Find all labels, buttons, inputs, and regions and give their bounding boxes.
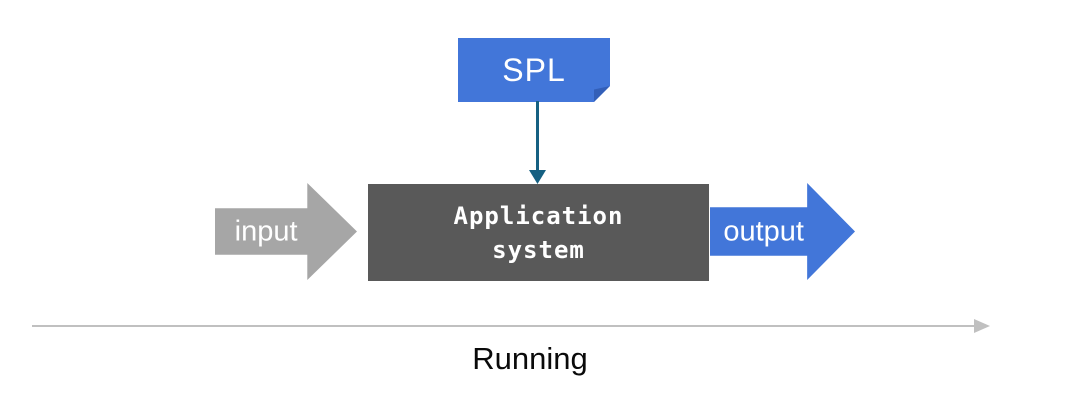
running-timeline-line: [32, 325, 976, 327]
spl-node: SPL: [458, 38, 610, 102]
application-system-label-line2: system: [492, 235, 585, 264]
spl-to-app-connector-line: [536, 101, 539, 172]
application-system-node: Application system: [368, 184, 709, 281]
folded-corner-icon: [594, 86, 610, 102]
spl-to-app-arrowhead-icon: [529, 170, 546, 184]
spl-label: SPL: [502, 51, 566, 88]
running-label: Running: [472, 341, 588, 376]
output-arrow: output: [710, 183, 855, 280]
output-arrow-label: output: [723, 215, 804, 247]
application-system-label-line1: Application: [453, 201, 624, 230]
running-timeline-arrowhead-icon: [974, 319, 990, 333]
input-arrow: input: [215, 183, 357, 280]
input-arrow-label: input: [234, 215, 298, 247]
